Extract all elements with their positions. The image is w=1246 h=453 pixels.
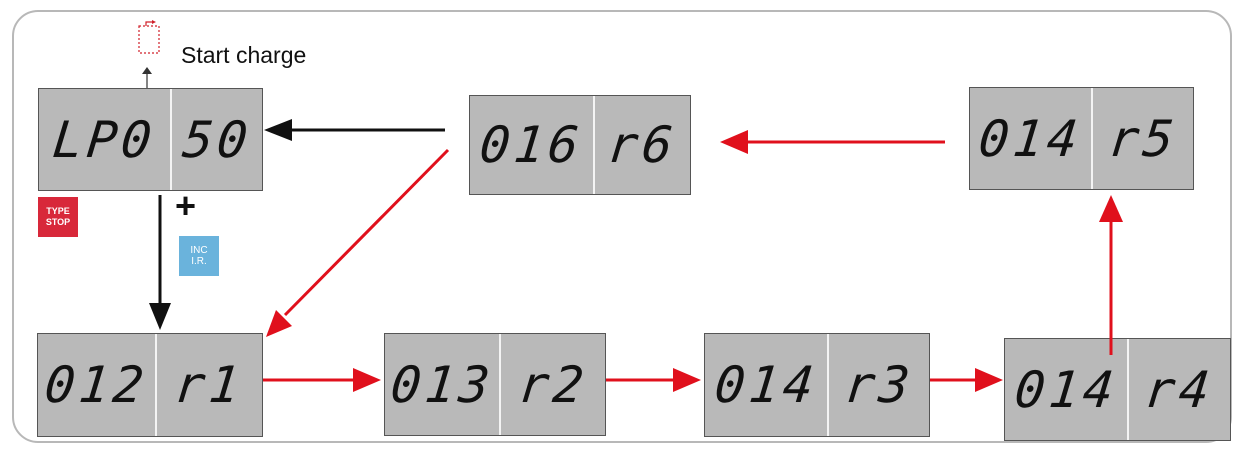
display-r6: 016 r6 <box>469 95 691 195</box>
arrow-r6-to-lp <box>264 119 445 141</box>
arrow-r6-to-r1 <box>266 148 450 337</box>
plus-sign: + <box>175 185 197 226</box>
arrow-r1-to-r2 <box>263 368 381 392</box>
type-stop-label-1: TYPE <box>46 206 70 216</box>
display-r1: 012 r1 <box>37 333 263 437</box>
arrow-lp-to-r1 <box>149 195 171 330</box>
display-lp: LP0 50 <box>38 88 263 191</box>
inc-ir-label-1: INC <box>190 245 208 256</box>
arrow-r5-to-r6 <box>720 130 945 154</box>
type-stop-button[interactable]: TYPE STOP <box>38 197 78 237</box>
display-r4: 014 r4 <box>1004 338 1231 441</box>
display-r3: 014 r3 <box>704 333 930 437</box>
start-charge-icon <box>138 20 160 54</box>
inc-ir-label-2: I.R. <box>191 256 207 267</box>
arrow-r3-to-r4 <box>930 368 1003 392</box>
display-r2: 013 r2 <box>384 333 606 436</box>
arrow-r4-to-r5 <box>1099 195 1123 355</box>
type-stop-label-2: STOP <box>45 217 71 227</box>
display-r5: 014 r5 <box>969 87 1194 190</box>
diagram-frame <box>12 10 1232 443</box>
start-charge-label: Start charge <box>181 42 307 68</box>
arrow-lp-to-start <box>142 67 152 88</box>
arrow-r2-to-r3 <box>606 368 701 392</box>
inc-ir-button[interactable]: INC I.R. <box>179 236 219 276</box>
